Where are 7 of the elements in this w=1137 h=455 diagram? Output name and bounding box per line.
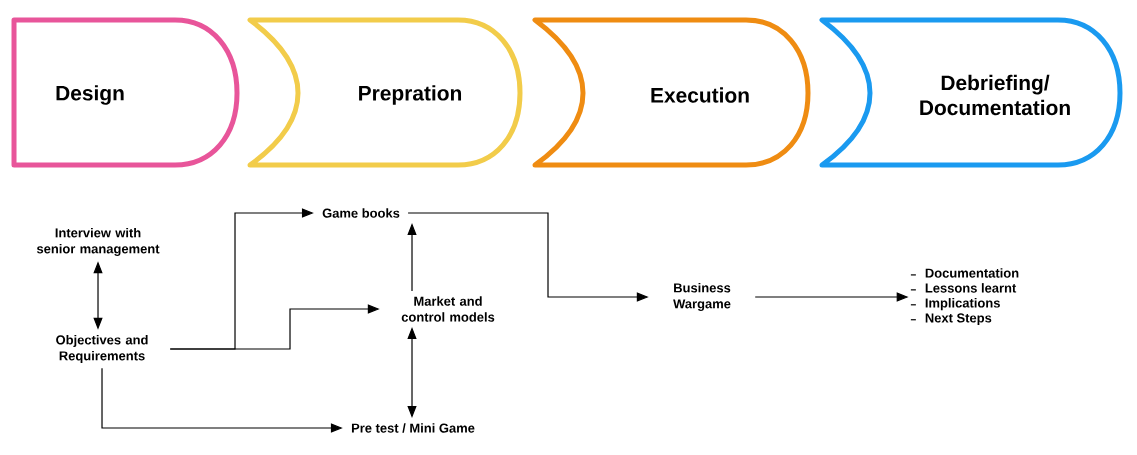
bullet-list: Documentation Lessons learnt Implications Next Steps <box>910 268 1019 326</box>
step-label: Business Wargame <box>673 282 731 312</box>
step-label: Interview with senior management <box>36 227 160 257</box>
step-label: Market and control models <box>401 296 495 322</box>
step-label: Pre test / Mini Game <box>351 423 475 433</box>
step-label: Objectives and Requirements <box>56 335 148 363</box>
step-label: Game books <box>322 208 400 218</box>
